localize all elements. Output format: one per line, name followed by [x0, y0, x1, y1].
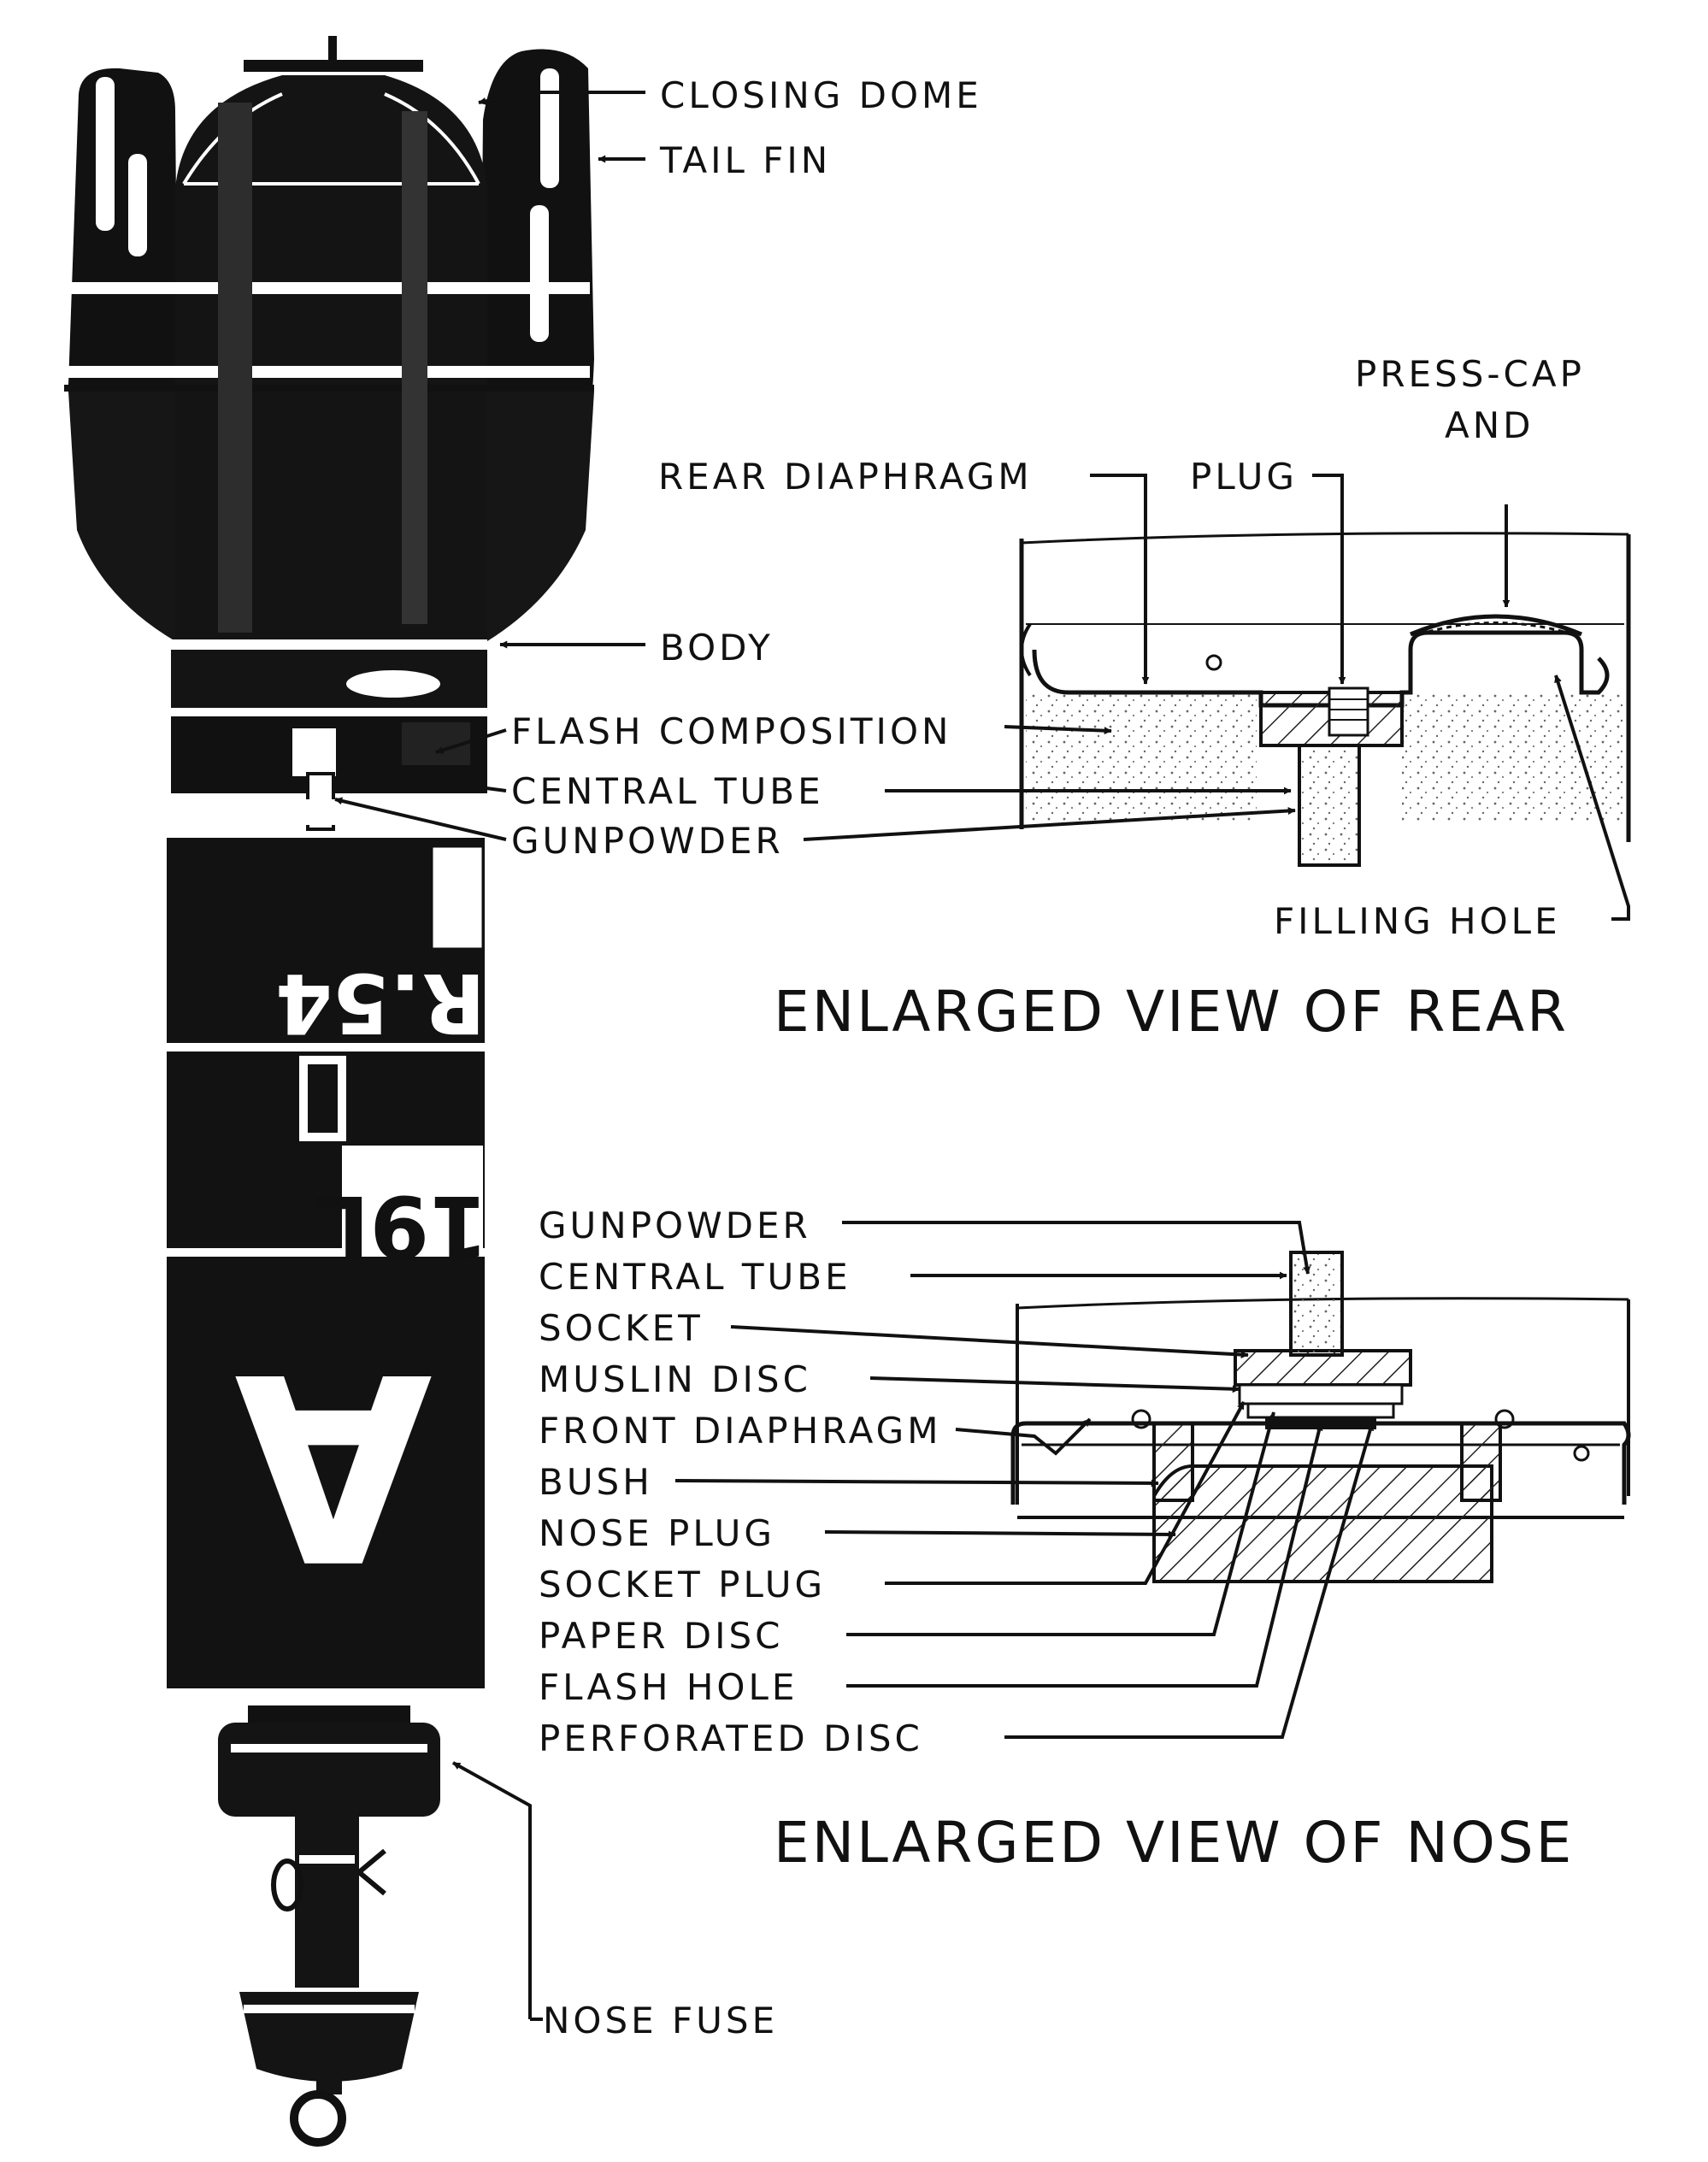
- bomb-marking-19l: 19L: [315, 1176, 489, 1276]
- paper-disc: [1246, 1402, 1395, 1419]
- label-nose-plug: NOSE PLUG: [539, 1512, 775, 1554]
- main-body: [167, 838, 485, 1693]
- label-gunpowder: GUNPOWDER: [511, 820, 784, 862]
- label-plug: PLUG: [1190, 456, 1298, 498]
- label-perforated-disc: PERFORATED DISC: [539, 1717, 923, 1759]
- fin-slot: [128, 154, 147, 256]
- bomb-central-tube: [289, 725, 339, 780]
- rear-plug: [1328, 686, 1369, 737]
- bomb-labels: CLOSING DOME TAIL FIN BODY FLASH COMPOSI…: [334, 74, 982, 2041]
- label-rear-diaphragm: REAR DIAPHRAGM: [658, 456, 1033, 498]
- label-muslin-disc: MUSLIN DISC: [539, 1358, 811, 1400]
- label-body: BODY: [660, 627, 774, 669]
- bomb-illustration: R.54 19L A: [64, 36, 594, 2147]
- label-paper-disc: PAPER DISC: [539, 1615, 783, 1657]
- fuse-ring: [290, 2090, 346, 2147]
- fin-slot: [96, 77, 115, 231]
- muslin-disc: [1238, 1383, 1404, 1405]
- label-closing-dome: CLOSING DOME: [660, 74, 982, 116]
- bomb-marking-r54: R.54: [275, 955, 486, 1051]
- bush-left: [1152, 1422, 1194, 1502]
- nose-central-tube: [1289, 1251, 1344, 1357]
- nose-fuse: [218, 1723, 440, 1817]
- nose-plug: [1152, 1464, 1493, 1583]
- nose-view-drawing: [1010, 1251, 1631, 1583]
- bush-right: [1460, 1422, 1502, 1502]
- label-nose-gunpowder: GUNPOWDER: [539, 1205, 811, 1246]
- label-socket-plug: SOCKET PLUG: [539, 1564, 826, 1605]
- nose-view-title: ENLARGED VIEW OF NOSE: [774, 1810, 1574, 1876]
- label-filling-hole: FILLING HOLE: [1274, 900, 1561, 942]
- rear-central-tube: [1298, 744, 1361, 867]
- label-central-tube: CENTRAL TUBE: [511, 770, 824, 812]
- label-nose-central-tube: CENTRAL TUBE: [539, 1256, 851, 1298]
- label-front-diaphragm: FRONT DIAPHRAGM: [539, 1410, 941, 1452]
- label-bush: BUSH: [539, 1461, 653, 1503]
- label-nose-fuse: NOSE FUSE: [543, 2000, 778, 2041]
- label-press-cap: PRESS-CAP: [1355, 353, 1585, 395]
- closing-dome-lid: [244, 60, 423, 72]
- label-flash-composition: FLASH COMPOSITION: [511, 710, 951, 752]
- body-band: [171, 639, 487, 650]
- fin-slot: [540, 68, 559, 188]
- rear-view-title: ENLARGED VIEW OF REAR: [774, 979, 1569, 1045]
- label-press-cap-and: AND: [1445, 404, 1534, 446]
- rear-view-drawing: [1019, 532, 1631, 867]
- nose-fuse-collar: [248, 1705, 410, 1723]
- label-socket: SOCKET: [539, 1307, 704, 1349]
- label-tail-fin: TAIL FIN: [659, 139, 831, 181]
- label-flash-hole: FLASH HOLE: [539, 1666, 798, 1708]
- nose-view-labels: GUNPOWDER CENTRAL TUBE SOCKET MUSLIN DIS…: [539, 1205, 1574, 1876]
- press-cap: [1410, 614, 1582, 637]
- fin-slot: [530, 205, 549, 342]
- rear-view-labels: REAR DIAPHRAGM PLUG PRESS-CAP AND FILLIN…: [658, 353, 1630, 1045]
- rear-flash-composition: [1026, 694, 1257, 822]
- bomb-marking-a: A: [233, 1316, 433, 1614]
